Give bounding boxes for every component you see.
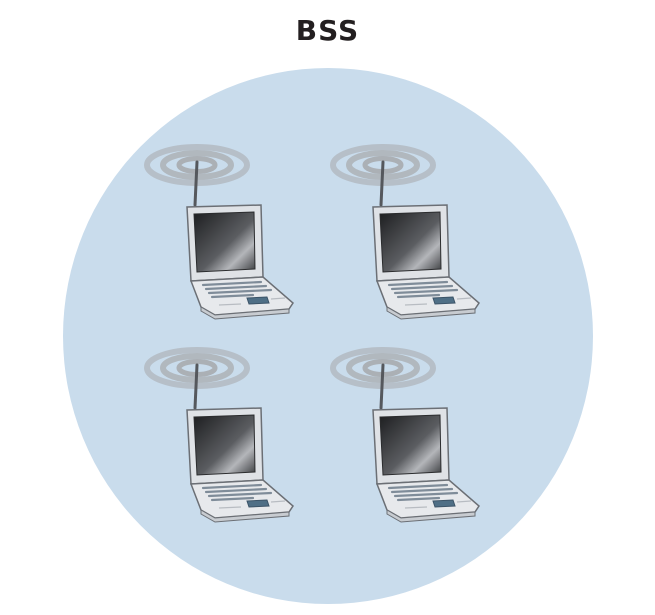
diagram-title: BSS: [295, 14, 360, 47]
bss-coverage-area: [63, 68, 593, 604]
